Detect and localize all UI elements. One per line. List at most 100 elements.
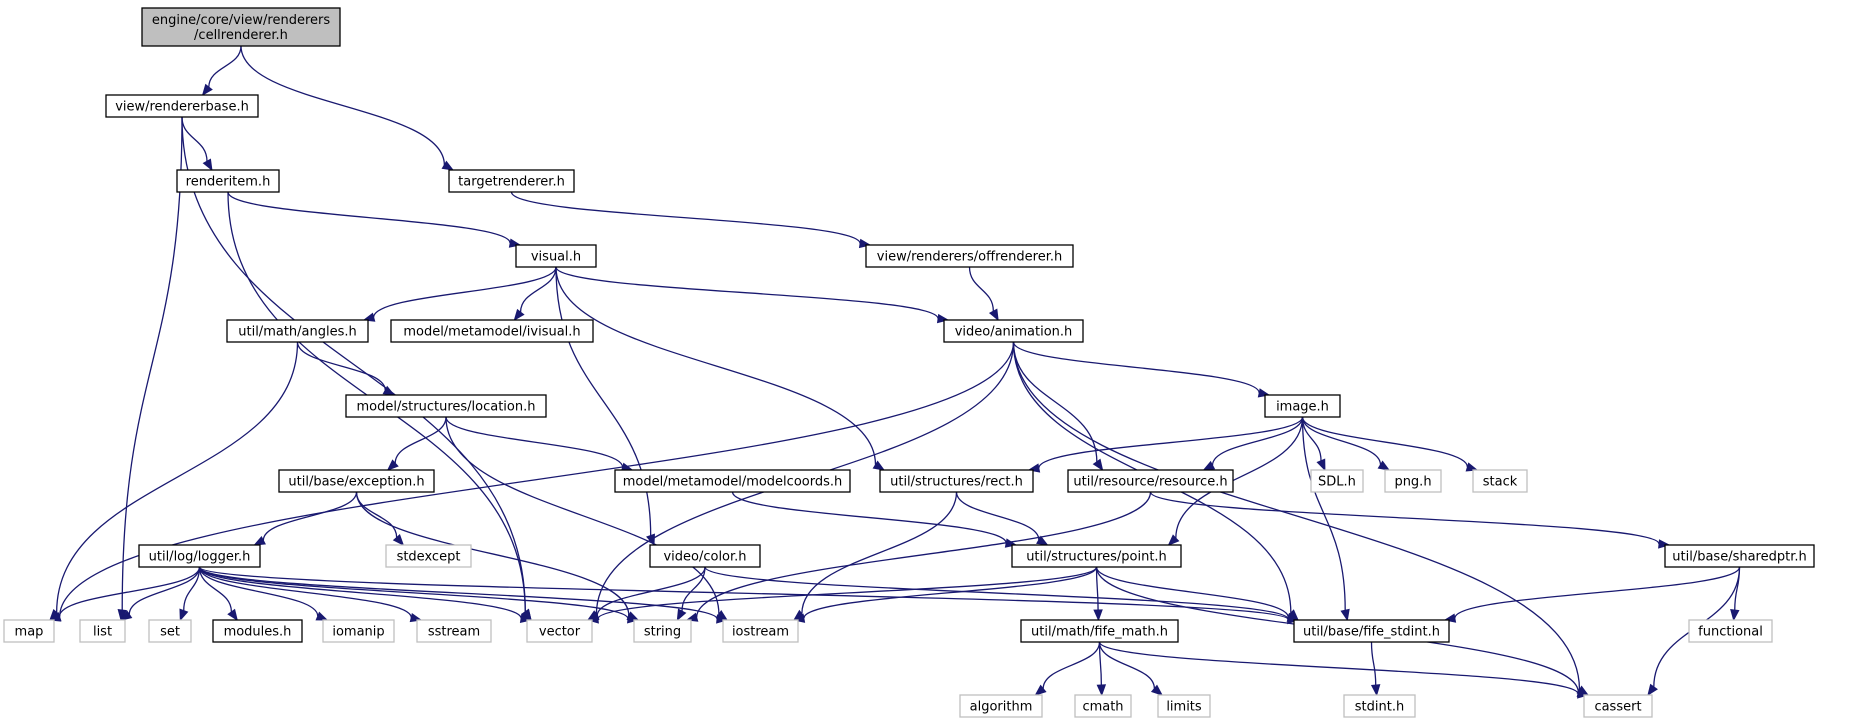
edge-angles-to-location [296, 341, 386, 391]
node-sstream[interactable]: sstream [416, 619, 492, 643]
node-modules[interactable]: modules.h [212, 619, 303, 643]
arrowhead-logger-to-map [48, 612, 62, 621]
edge-point-to-iostream [803, 566, 1098, 619]
arrowhead-exception-to-stdexcept [392, 533, 405, 547]
node-label-set: set [160, 625, 180, 640]
node-label-sdl: SDL.h [1318, 475, 1356, 490]
node-exception[interactable]: util/base/exception.h [278, 469, 435, 493]
node-label-stack: stack [1483, 475, 1518, 490]
node-label-fifestdint: util/base/fife_stdint.h [1303, 625, 1440, 640]
node-cassert[interactable]: cassert [1583, 694, 1653, 718]
arrowhead-color-to-string [676, 608, 687, 622]
node-iomanip[interactable]: iomanip [322, 619, 395, 643]
node-image[interactable]: image.h [1264, 394, 1341, 418]
node-box-angles [226, 319, 369, 343]
edge-rendererbase-to-vector [181, 116, 526, 612]
node-box-iomanip [322, 619, 395, 643]
node-sharedptr[interactable]: util/base/sharedptr.h [1664, 544, 1815, 568]
node-limits[interactable]: limits [1157, 694, 1211, 718]
node-offrenderer[interactable]: view/renderers/offrenderer.h [865, 244, 1074, 268]
node-iostream[interactable]: iostream [722, 619, 799, 643]
edge-point-to-vector [597, 566, 1098, 620]
node-point[interactable]: util/structures/point.h [1011, 544, 1182, 568]
node-box-modelcoords [614, 469, 851, 493]
node-functional[interactable]: functional [1688, 619, 1773, 643]
node-map[interactable]: map [3, 619, 55, 643]
arrowhead-fifemath-to-cassert [1577, 689, 1590, 699]
node-renderitem[interactable]: renderitem.h [176, 169, 280, 193]
node-algorithm[interactable]: algorithm [959, 694, 1043, 718]
node-box-limits [1157, 694, 1211, 718]
arrowhead-sharedptr-to-cassert [1647, 683, 1658, 697]
node-targetrend[interactable]: targetrenderer.h [448, 169, 575, 193]
node-resource[interactable]: util/resource/resource.h [1067, 469, 1234, 493]
node-box-functional [1688, 619, 1773, 643]
node-modelcoords[interactable]: model/metamodel/modelcoords.h [614, 469, 851, 493]
node-cmath[interactable]: cmath [1074, 694, 1132, 718]
node-root[interactable]: engine/core/view/renderers/cellrenderer.… [141, 7, 341, 47]
node-stack[interactable]: stack [1472, 469, 1528, 493]
node-rect[interactable]: util/structures/rect.h [879, 469, 1034, 493]
edge-animation-to-cassert [1012, 341, 1581, 690]
node-label-exception: util/base/exception.h [288, 475, 424, 490]
node-box-location [345, 394, 547, 418]
arrowhead-point-to-fifemath [1093, 609, 1103, 622]
arrowhead-logger-to-iomanip [315, 611, 329, 621]
node-box-ivisual [390, 319, 594, 343]
node-box-string [633, 619, 692, 643]
node-label-targetrend: targetrenderer.h [458, 175, 565, 190]
node-png[interactable]: png.h [1384, 469, 1442, 493]
node-ivisual[interactable]: model/metamodel/ivisual.h [390, 319, 594, 343]
node-angles[interactable]: util/math/angles.h [226, 319, 369, 343]
edge-point-to-fifestdint [1095, 566, 1289, 618]
node-visual[interactable]: visual.h [515, 244, 597, 268]
node-sdl[interactable]: SDL.h [1310, 469, 1364, 493]
node-animation[interactable]: video/animation.h [943, 319, 1084, 343]
node-box-rect [879, 469, 1034, 493]
node-set[interactable]: set [148, 619, 192, 643]
edge-root-to-targetrend [240, 45, 446, 165]
node-stdint[interactable]: stdint.h [1343, 694, 1416, 718]
node-box-renderitem [176, 169, 280, 193]
node-list[interactable]: list [79, 619, 126, 643]
node-label-sstream: sstream [428, 625, 480, 640]
node-rendererbase[interactable]: view/rendererbase.h [105, 94, 259, 118]
node-box-rendererbase [105, 94, 259, 118]
arrowhead-root-to-targetrend [441, 160, 455, 171]
edge-fifemath-to-cmath [1098, 641, 1102, 686]
node-box-modules [212, 619, 303, 643]
node-label-stdexcept: stdexcept [397, 550, 461, 565]
edge-image-to-resource [1211, 416, 1304, 466]
node-box-fifemath [1020, 619, 1179, 643]
node-logger[interactable]: util/log/logger.h [138, 544, 261, 568]
edge-logger-to-set [183, 566, 201, 611]
node-label-limits: limits [1166, 700, 1202, 715]
node-box-fifestdint [1293, 619, 1450, 643]
node-label-map: map [15, 625, 44, 640]
node-string[interactable]: string [633, 619, 692, 643]
edge-logger-to-map [58, 566, 201, 617]
node-box-sdl [1310, 469, 1364, 493]
node-location[interactable]: model/structures/location.h [345, 394, 547, 418]
nodes-layer: engine/core/view/renderers/cellrenderer.… [3, 7, 1815, 718]
arrowhead-rendererbase-to-renderitem [202, 158, 213, 172]
node-box-set [148, 619, 192, 643]
edge-visual-to-animation [555, 266, 939, 319]
node-vector[interactable]: vector [526, 619, 593, 643]
node-box-stdexcept [385, 544, 472, 568]
arrowhead-logger-to-list [119, 610, 133, 621]
edge-point-to-fifemath [1095, 566, 1099, 611]
node-box-animation [943, 319, 1084, 343]
node-label-angles: util/math/angles.h [238, 325, 357, 340]
node-fifemath[interactable]: util/math/fife_math.h [1020, 619, 1179, 643]
node-box-png [1384, 469, 1442, 493]
node-box-map [3, 619, 55, 643]
node-color[interactable]: video/color.h [649, 544, 761, 568]
arrowhead-animation-to-resource [1092, 458, 1104, 472]
edges-layer [48, 45, 1741, 699]
node-fifestdint[interactable]: util/base/fife_stdint.h [1293, 619, 1450, 643]
arrowhead-rendererbase-to-list [117, 609, 127, 622]
arrowhead-fifemath-to-algorithm [1034, 684, 1047, 696]
edge-offrenderer-to-animation [968, 266, 995, 312]
node-stdexcept[interactable]: stdexcept [385, 544, 472, 568]
